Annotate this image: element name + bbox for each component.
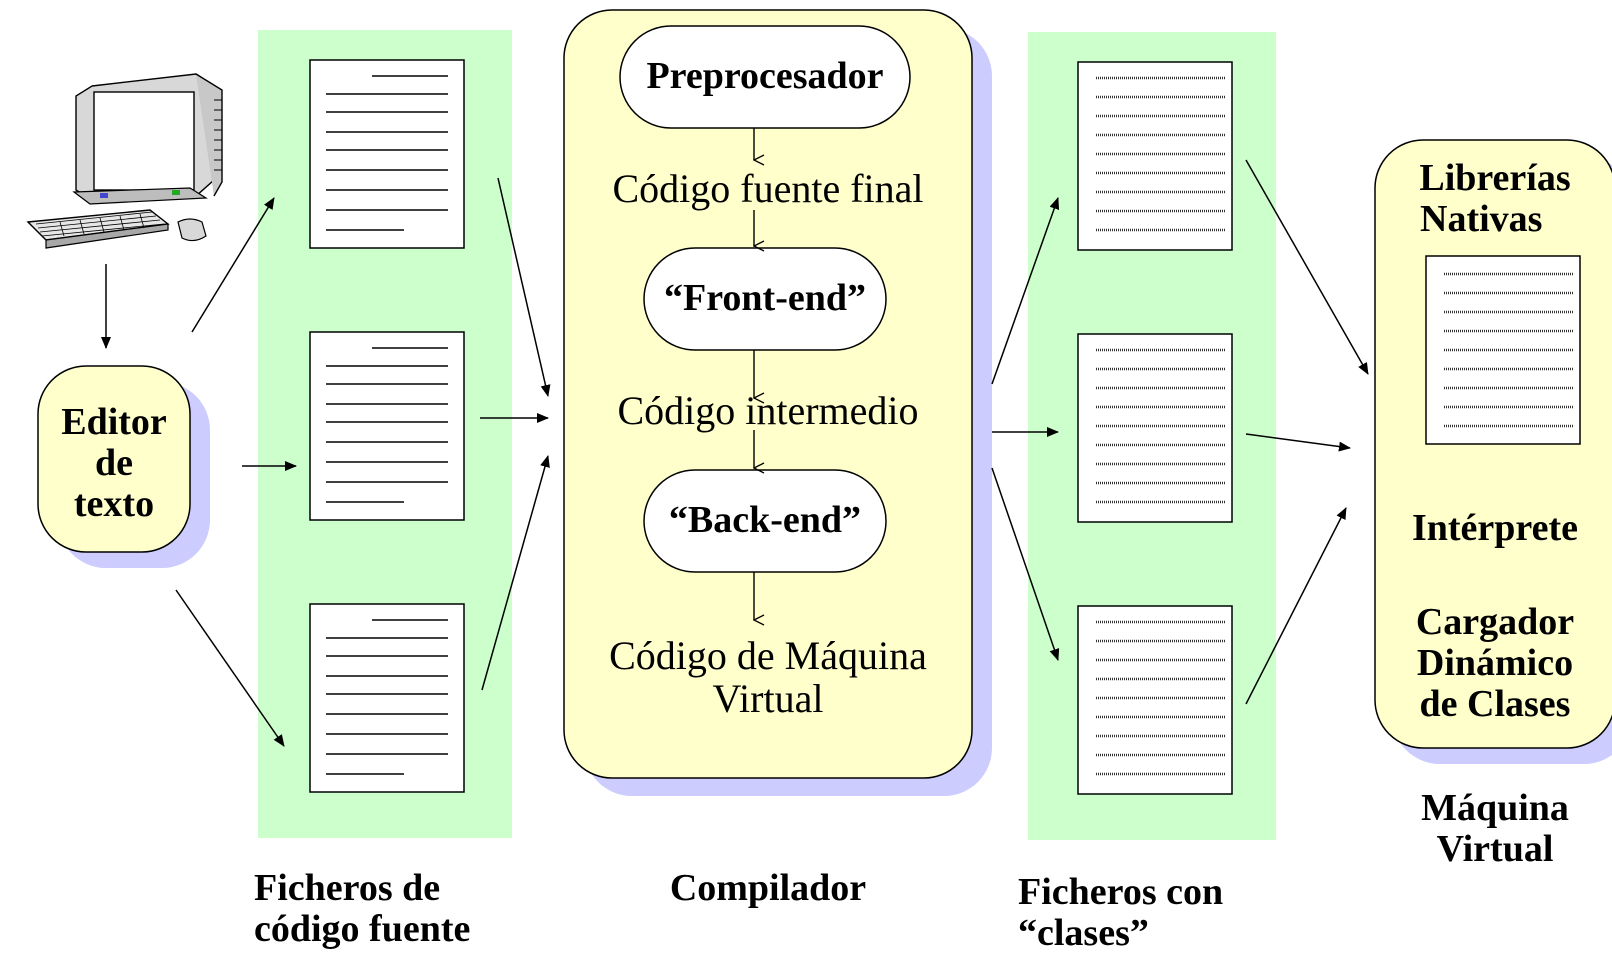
class-document-2 [1077, 333, 1233, 523]
vm-caption-line-2: Virtual [1436, 828, 1554, 871]
vm-code-line-1: Código de Máquina [609, 633, 927, 678]
class-loader-line-1: Cargador [1415, 601, 1575, 643]
back-end-pill [643, 469, 887, 573]
class-loader-label: Cargador Dinámico de Clases [1375, 601, 1612, 726]
class-files-caption-line-2: “clases” [1018, 912, 1149, 955]
class-document-3 [1077, 605, 1233, 795]
compiler-caption: Compilador [669, 867, 867, 909]
preprocessor-pill [619, 25, 911, 129]
compiler-box [563, 9, 973, 779]
source-document-3 [309, 603, 465, 793]
front-end-label: “Front-end” [664, 277, 866, 319]
vm-caption-line-1: Máquina [1421, 787, 1569, 829]
source-files-caption-line-2: código fuente [254, 908, 471, 951]
source-document-2 [309, 331, 465, 521]
native-libs-line-1: Librerías [1419, 157, 1571, 199]
native-library-document [1425, 255, 1581, 445]
editor-label: Editor de texto [38, 401, 190, 526]
vm-code-label: Código de Máquina Virtual [564, 633, 972, 722]
front-end-pill [643, 247, 887, 351]
final-source-label: Código fuente final [612, 166, 924, 211]
source-document-1 [309, 59, 465, 249]
class-loader-line-2: Dinámico [1416, 642, 1574, 685]
native-libs-label: Librerías Nativas [1375, 157, 1612, 241]
editor-line-2: de [95, 442, 133, 485]
computer-icon [26, 73, 223, 249]
source-files-caption-line-1: Ficheros de [254, 867, 441, 909]
back-end-label: “Back-end” [668, 499, 862, 541]
editor-line-3: texto [73, 483, 155, 526]
class-files-caption: Ficheros con “clases” [1018, 871, 1224, 955]
class-files-caption-line-1: Ficheros con [1018, 871, 1224, 913]
editor-line-1: Editor [61, 401, 167, 443]
preprocessor-label: Preprocesador [646, 55, 884, 97]
native-libs-line-2: Nativas [1420, 198, 1543, 241]
class-loader-line-3: de Clases [1419, 683, 1571, 726]
interpreter-label: Intérprete [1411, 507, 1578, 549]
intermediate-code-label: Código intermedio [617, 388, 919, 433]
vm-caption: Máquina Virtual [1375, 787, 1612, 871]
vm-code-line-2: Virtual [712, 676, 824, 722]
class-document-1 [1077, 61, 1233, 251]
source-files-caption: Ficheros de código fuente [254, 867, 471, 951]
editor-box [37, 365, 191, 553]
